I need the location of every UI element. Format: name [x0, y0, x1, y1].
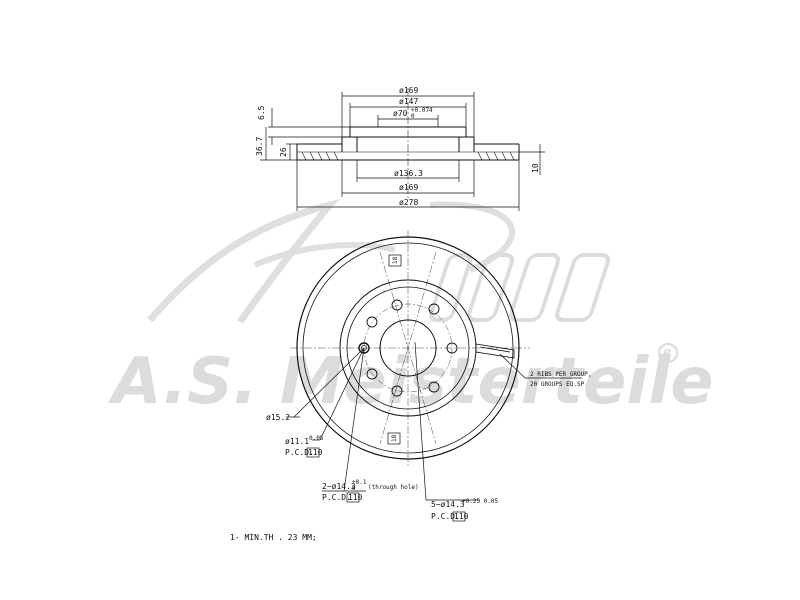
watermark-registered: R	[663, 347, 671, 360]
locating-hole	[358, 342, 370, 354]
watermark: A.S. Meisterteile R	[107, 198, 714, 419]
section-view	[260, 88, 545, 211]
pcd-boxes	[306, 447, 466, 522]
rib-detail	[475, 343, 515, 359]
pcd-label-2: P.C.D.	[322, 493, 351, 502]
ribs-note-line1: 2 RIBS PER GROUP,	[530, 371, 591, 378]
dim-147: ø147	[399, 97, 418, 106]
angle-top: 18	[392, 256, 399, 264]
dim-136-3: ø136.3	[394, 169, 423, 178]
vertical-dimensions	[260, 108, 545, 175]
hole-14-3-2-tol-lower: 0	[352, 485, 356, 492]
bolt-hole	[428, 381, 440, 393]
front-labels: 18 18 ø15.2 ø11.1 0.05 P.C.D. 110 2−ø14.…	[266, 256, 591, 521]
watermark-swoosh-a	[147, 198, 340, 325]
dim-15-2: ø15.2	[266, 413, 290, 422]
vent-hatch	[301, 151, 515, 161]
leader-lines	[286, 341, 582, 501]
pcd-label-3: P.C.D.	[431, 512, 460, 521]
section-labels: ø169 ø147 ø70 +0.074 0 ø136.3 ø169 ø278 …	[255, 86, 540, 207]
horizontal-dimensions	[296, 92, 520, 211]
watermark-swoosh-b	[253, 242, 396, 268]
hole-11-1: ø11.1	[285, 437, 309, 446]
hole-14-3-2-tol-upper: +0.1	[352, 479, 367, 486]
dim-36-7: 36.7	[255, 137, 264, 156]
through-hole-note: (through hole)	[368, 484, 419, 491]
dim-6-5: 6.5	[257, 105, 266, 120]
watermark-swoosh-c	[429, 201, 516, 273]
hole-14-3-2: 2−ø14.3	[322, 482, 356, 491]
angle-bottom: 18	[391, 434, 398, 442]
dim-10: 10	[531, 163, 540, 173]
footnote: 1- MIN.TH . 23 MM;	[230, 533, 317, 542]
front-view	[286, 230, 582, 522]
hole-14-3-5: 5−ø14.3	[431, 500, 465, 509]
pcd-value-1: 110	[308, 448, 323, 457]
dim-70-tol-lower: 0	[411, 113, 415, 120]
dim-169-top: ø169	[399, 86, 418, 95]
dim-70: ø70	[393, 109, 408, 118]
pcd-value-2: 110	[348, 493, 363, 502]
bolt-hole	[391, 385, 403, 397]
outer-ring-circle	[302, 242, 514, 454]
watermark-registered-circle	[658, 343, 678, 363]
bolt-hole	[428, 303, 440, 315]
watermark-brand: A.S. Meisterteile	[107, 345, 714, 419]
front-centerlines	[290, 230, 530, 466]
ribs-note-line2: 20 GROUPS EQ.SP	[530, 381, 585, 388]
angle-boxes	[387, 254, 402, 445]
bolt-hole	[391, 299, 403, 311]
bolt-hole	[366, 368, 378, 380]
bolt-hole	[366, 316, 378, 328]
hole-14-3-5-tol: +0.25 0.05	[462, 498, 499, 505]
dim-26: 26	[279, 147, 288, 157]
hole-11-1-tol: 0.05	[309, 435, 324, 442]
pcd-value-3: 110	[454, 512, 469, 521]
dim-169-bottom: ø169	[399, 183, 418, 192]
dim-278: ø278	[399, 198, 418, 207]
dim-70-tol-upper: +0.074	[411, 107, 433, 114]
pcd-label-1: P.C.D.	[285, 448, 314, 457]
